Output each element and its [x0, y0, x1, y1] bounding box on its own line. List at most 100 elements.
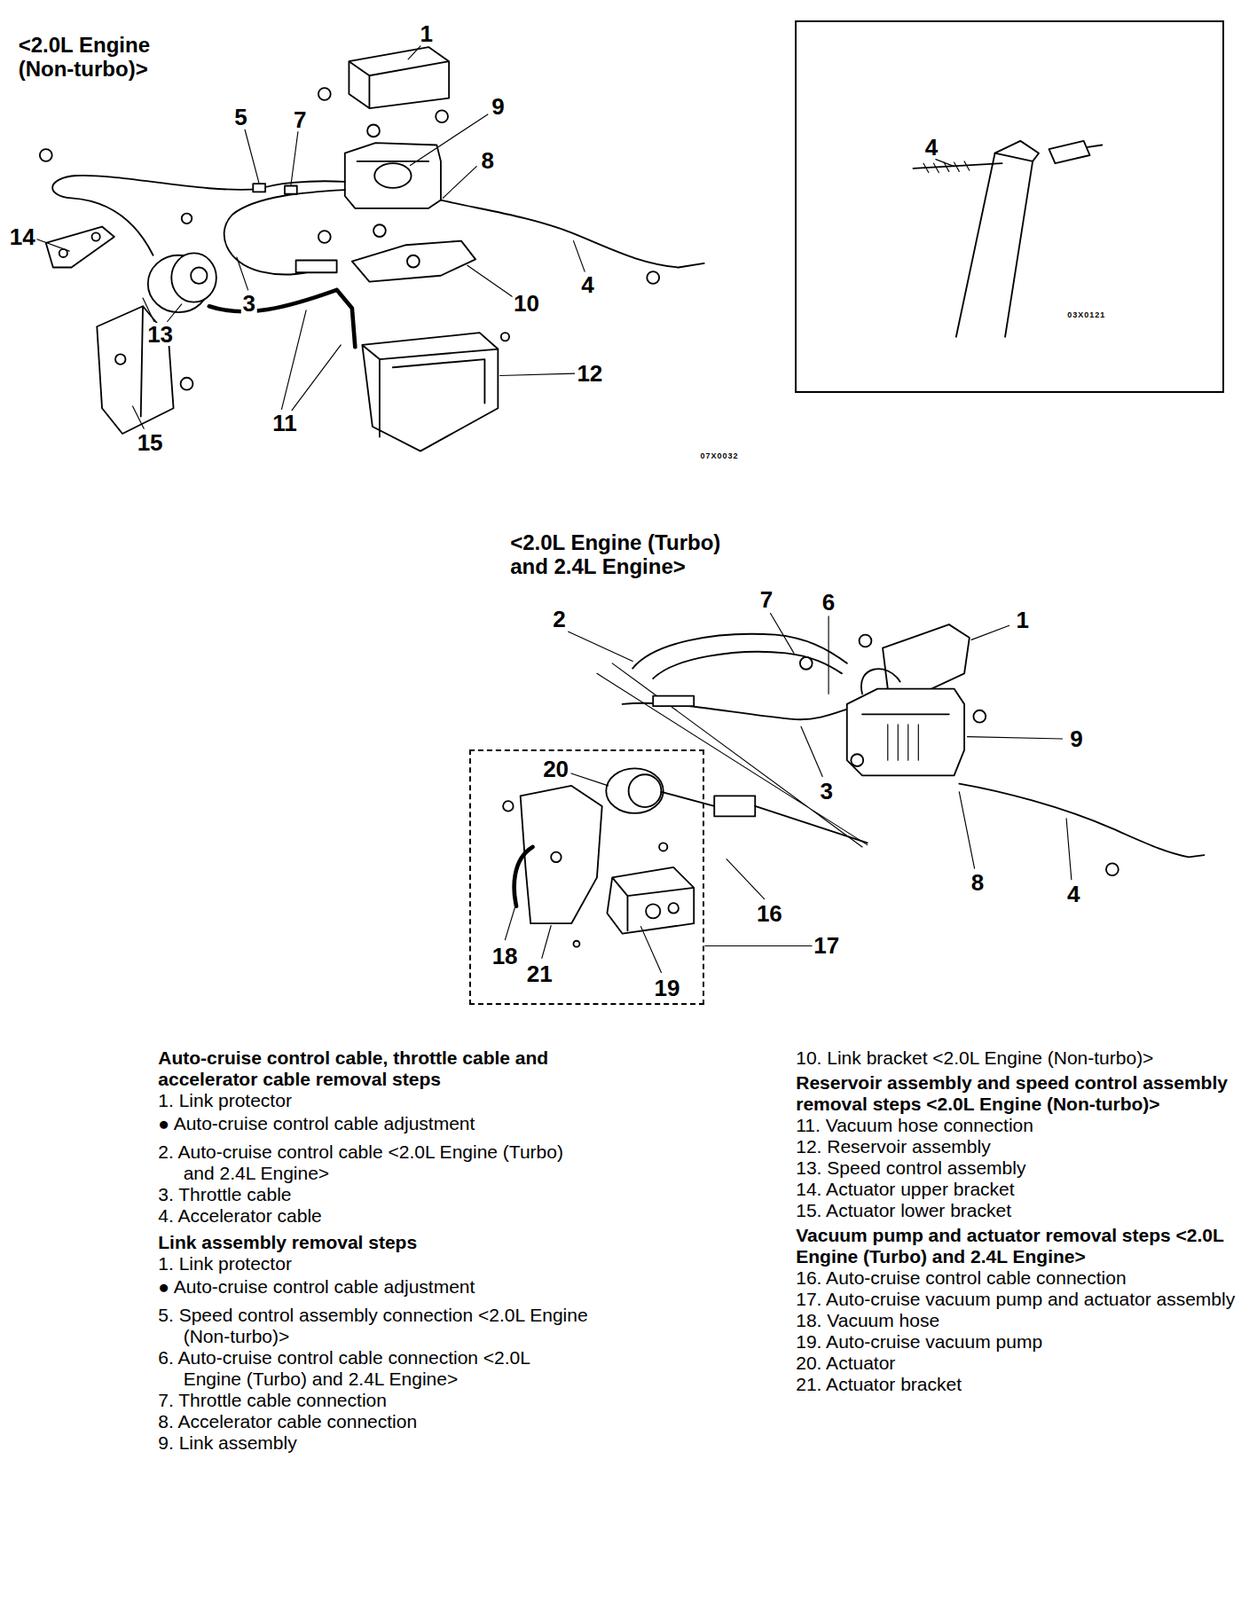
- vacuum-hose: [514, 847, 534, 907]
- callout-number: 18: [490, 944, 520, 968]
- callout-number: 4: [579, 273, 596, 297]
- leader-line: [1066, 818, 1072, 880]
- step-list: 10. Link bracket <2.0L Engine (Non-turbo…: [795, 1047, 1240, 1396]
- step-item: 1. Link protector: [157, 1253, 593, 1275]
- callout-number: 16: [754, 902, 785, 926]
- leader-line: [442, 166, 477, 199]
- step-item: 5. Speed control assembly connection <2.…: [157, 1304, 593, 1348]
- leader-line: [281, 310, 307, 410]
- vacuum-pump: [606, 867, 694, 935]
- callout-number: 12: [574, 361, 605, 385]
- accelerator-cable: [913, 163, 1003, 169]
- view-title: <2.0L Engine (Turbo) and 2.4L Engine>: [510, 530, 759, 579]
- step-item: 3. Throttle cable: [157, 1184, 593, 1206]
- bolt: [318, 87, 331, 101]
- throttle-cable: [224, 189, 346, 275]
- step-item: 4. Accelerator cable: [157, 1205, 593, 1227]
- link-protector: [348, 47, 449, 109]
- auto-cruise-cable: [632, 634, 848, 669]
- bolt: [181, 213, 193, 225]
- step-item: 15. Actuator lower bracket: [795, 1200, 1240, 1222]
- reservoir-flange: [392, 359, 486, 403]
- figure-code: 07X0032: [699, 452, 739, 461]
- bolt: [973, 710, 986, 723]
- bolt: [180, 377, 194, 391]
- bolt: [39, 149, 53, 162]
- leader-line: [967, 737, 1063, 739]
- leader-line: [409, 114, 488, 166]
- bolt: [373, 224, 386, 237]
- accelerator-lever: [956, 153, 1033, 338]
- callout-number: 4: [1065, 882, 1082, 906]
- callout-number: 7: [291, 108, 308, 132]
- step-item: 7. Throttle cable connection: [157, 1390, 593, 1412]
- step-item: 19. Auto-cruise vacuum pump: [795, 1331, 1240, 1353]
- actuator-upper-bracket: [46, 227, 115, 268]
- bolt: [367, 124, 380, 137]
- leader-line: [705, 945, 813, 947]
- callout-number: 1: [1013, 608, 1030, 632]
- bracket-hole: [115, 353, 126, 365]
- step-item: 21. Actuator bracket: [795, 1374, 1240, 1396]
- leader-line: [133, 406, 145, 429]
- leader-line: [568, 772, 609, 786]
- cable-clip: [296, 259, 338, 273]
- callout-number: 4: [923, 135, 940, 159]
- link-bracket: [352, 241, 476, 283]
- speed-control-assembly: [171, 252, 217, 302]
- callout-number: 10: [511, 291, 542, 315]
- step-item: 20. Actuator: [795, 1352, 1240, 1375]
- pump-port: [667, 903, 679, 914]
- leader-line: [801, 726, 823, 777]
- leader-line: [408, 46, 421, 60]
- callout-number: 8: [969, 871, 986, 895]
- accelerator-cable: [958, 784, 1204, 858]
- callout-number: 6: [820, 590, 837, 614]
- bracket-hole: [407, 255, 420, 268]
- cable-clip: [652, 696, 694, 707]
- callout-number: 1: [418, 22, 435, 46]
- step-item: 14. Actuator upper bracket: [795, 1178, 1240, 1201]
- callout-number: 5: [232, 105, 249, 129]
- bottom-view-parts: [502, 624, 1204, 948]
- callout-number: 13: [145, 322, 175, 346]
- actuator-face: [628, 774, 662, 808]
- bolt: [850, 754, 864, 767]
- bolt: [502, 801, 514, 812]
- leader-line: [291, 345, 341, 411]
- bolt: [659, 842, 668, 851]
- bolt: [800, 657, 813, 670]
- step-item: 17. Auto-cruise vacuum pump and actuator…: [795, 1288, 1240, 1311]
- step-heading: Vacuum pump and actuator removal steps <…: [795, 1225, 1240, 1268]
- inset-frame: 4 03X0121: [794, 20, 1225, 393]
- accelerator-cable: [440, 200, 705, 268]
- inset-parts: [913, 141, 1103, 338]
- actuator-bracket: [520, 785, 603, 924]
- step-item: ● Auto-cruise control cable adjustment: [157, 1113, 593, 1135]
- top-view-parts: [39, 47, 705, 452]
- link-assembly: [345, 142, 441, 209]
- callout-number: 21: [525, 962, 555, 986]
- speed-control-hub: [190, 267, 207, 284]
- bolt: [573, 941, 580, 948]
- step-item: 9. Link assembly: [157, 1432, 593, 1454]
- callout-number: 19: [652, 976, 683, 1000]
- leader-line: [467, 265, 515, 299]
- actuator: [605, 768, 663, 814]
- figure-code: 03X0121: [1067, 311, 1106, 320]
- link-assembly: [847, 689, 965, 777]
- callout-number: 3: [240, 291, 257, 315]
- bolt: [859, 635, 872, 648]
- perspective-line: [597, 663, 868, 848]
- leader-line: [290, 132, 299, 187]
- leader-line: [640, 926, 661, 974]
- cable-connector: [1049, 141, 1103, 164]
- callout-number: 20: [541, 757, 571, 781]
- step-item: 1. Link protector: [157, 1090, 593, 1112]
- pump-port: [645, 903, 660, 919]
- actuator-cable: [754, 806, 868, 843]
- reservoir-assembly: [361, 332, 498, 451]
- step-item: ● Auto-cruise control cable adjustment: [157, 1276, 593, 1298]
- leader-line: [726, 859, 765, 900]
- cable-end: [252, 183, 266, 192]
